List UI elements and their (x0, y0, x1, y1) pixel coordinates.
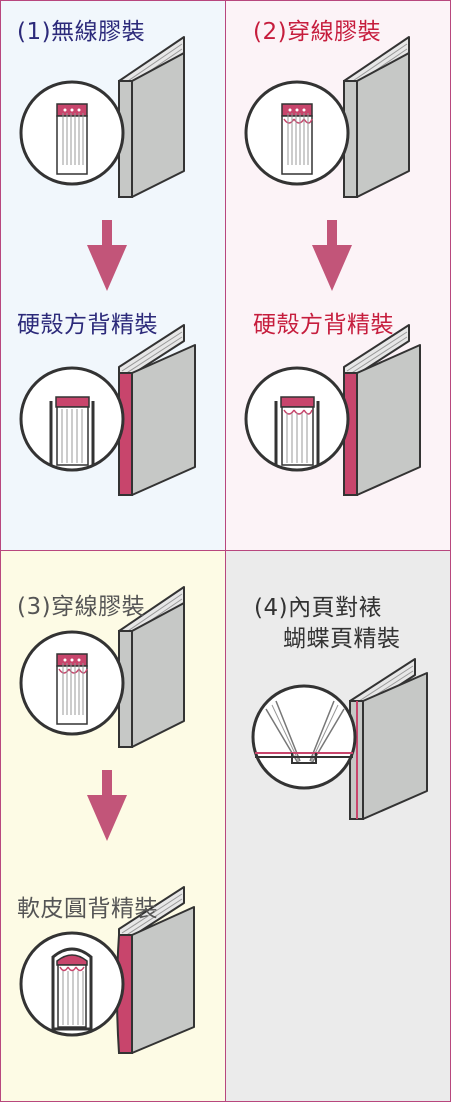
endpaper-detail-circle (251, 684, 357, 790)
panel-4-illustration (251, 658, 428, 820)
detail-circle-top (244, 80, 350, 186)
panel-endpaper-mounted-hardcover: (4)內頁對裱 蝴蝶頁精裝 (225, 550, 451, 1102)
softcover-book (116, 886, 195, 1054)
hardcover-book (349, 658, 428, 820)
panel-2-result-label: 硬殼方背精裝 (253, 312, 394, 338)
panel-3-heading: (3)穿線膠裝 (17, 594, 146, 620)
down-arrow (87, 220, 127, 291)
panel-1-illustration (19, 36, 196, 496)
panel-4-heading-line-2: 蝴蝶頁精裝 (283, 626, 401, 652)
panel-perfect-binding-to-hardcover: (1)無線膠裝 硬殼方背精裝 (0, 0, 226, 551)
panel-2-illustration (244, 36, 421, 496)
detail-circle-bottom (19, 366, 125, 472)
hardcover-book (343, 324, 421, 496)
detail-circle-bottom (244, 366, 350, 472)
panel-1-result-label: 硬殼方背精裝 (17, 312, 158, 338)
hardcover-book (118, 324, 196, 496)
panel-2-heading: (2)穿線膠裝 (253, 19, 382, 45)
detail-circle-top (19, 80, 125, 186)
panel-1-heading: (1)無線膠裝 (17, 19, 146, 45)
panel-sewn-binding-to-hardcover: (2)穿線膠裝 硬殼方背精裝 (225, 0, 451, 551)
panel-3-illustration (19, 586, 195, 1054)
panel-4-heading-line-1: (4)內頁對裱 (254, 595, 383, 621)
detail-circle-top (19, 630, 125, 736)
paperback-book (118, 36, 185, 198)
paperback-book (343, 36, 410, 198)
down-arrow (87, 770, 127, 841)
down-arrow (312, 220, 352, 291)
panel-3-result-label: 軟皮圓背精裝 (17, 896, 158, 922)
detail-circle-bottom (19, 931, 125, 1037)
panel-sewn-binding-to-softcover: (3)穿線膠裝 軟皮圓背精裝 (0, 550, 226, 1102)
